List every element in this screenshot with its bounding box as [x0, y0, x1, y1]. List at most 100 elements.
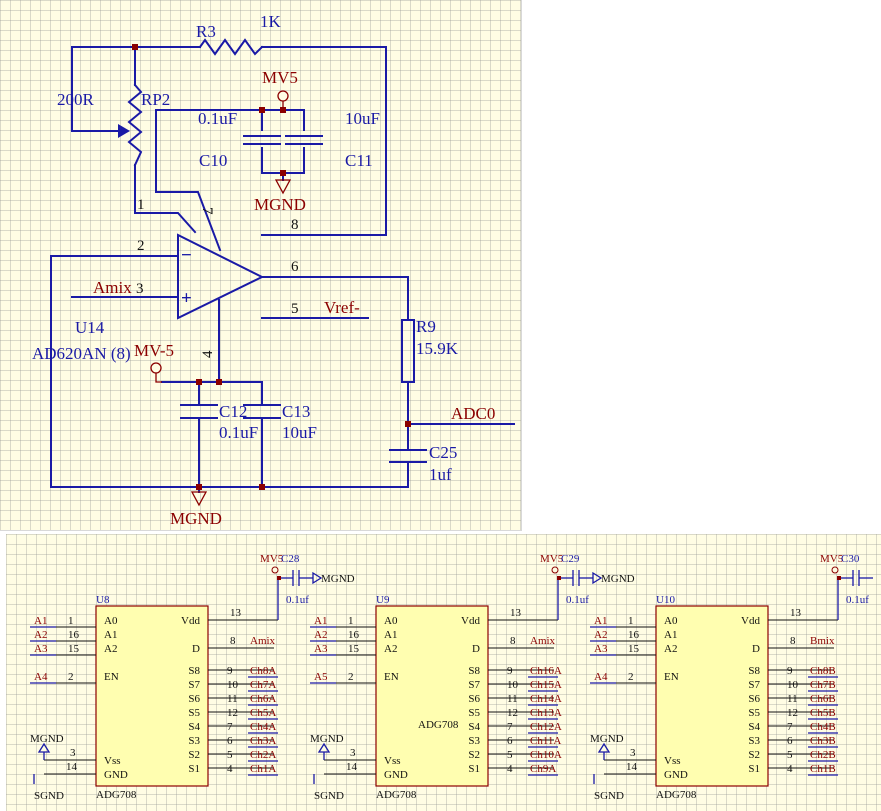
wire [50, 255, 409, 488]
c13-value-label: 10uF [282, 423, 317, 442]
pin-name-label: S6 [748, 693, 760, 705]
pin-number-label: 14 [346, 761, 358, 773]
pin-name-label: S4 [468, 721, 480, 733]
channel-net-label: Ch5B [810, 707, 836, 719]
c11-ref-label: C11 [345, 151, 373, 170]
junction-dot [277, 576, 281, 580]
pin-name-label: Vss [664, 755, 681, 767]
pin-number-label: 10 [227, 679, 239, 691]
pin-name-label: S7 [468, 679, 480, 691]
pin-name-label: S5 [468, 707, 480, 719]
pin-number-label: 8 [230, 635, 236, 647]
supply-net-label: MV5 [540, 553, 564, 565]
pin-name-label: GND [384, 769, 408, 781]
u14-ref-label: U14 [75, 318, 105, 337]
pin-number-label: 3 [630, 747, 636, 759]
pin-number-label: 11 [507, 693, 518, 705]
ground-icon [274, 179, 292, 195]
pin-name-label: D [752, 643, 760, 655]
channel-net-label: Ch11A [530, 735, 561, 747]
pin-name-label: S1 [748, 763, 760, 775]
junction-dot [557, 576, 561, 580]
cap-value-label: 0.1uf [566, 594, 589, 606]
pin-3-label: 3 [136, 281, 144, 297]
rp2-value-label: 200R [57, 90, 95, 109]
pin-number-label: 12 [787, 707, 798, 719]
gnd-net-label: MGND [601, 573, 635, 585]
pin-name-label: A0 [384, 615, 398, 627]
pin-name-label: S7 [748, 679, 760, 691]
pin-number-label: 11 [227, 693, 238, 705]
pin-name-label: EN [384, 671, 399, 683]
pin-number-label: 4 [227, 763, 233, 775]
pin-number-label: 15 [68, 643, 80, 655]
rp2-ref-label: RP2 [141, 90, 170, 109]
pin-number-label: 8 [790, 635, 796, 647]
pin-number-label: 6 [787, 735, 793, 747]
mv-neg5-net-label: MV-5 [134, 341, 174, 360]
pin-name-label: Vdd [461, 615, 480, 627]
sgnd-net-label: SGND [594, 790, 624, 802]
chip-part-label: ADG708 [96, 789, 137, 801]
channel-net-label: Ch8B [810, 665, 836, 677]
c12-value-label: 0.1uF [219, 423, 258, 442]
pin-number-label: 10 [787, 679, 799, 691]
channel-net-label: Ch3B [810, 735, 836, 747]
pin-number-label: 14 [66, 761, 78, 773]
channel-net-label: Ch15A [530, 679, 562, 691]
pin-name-label: A0 [664, 615, 678, 627]
c25-value-label: 1uf [429, 465, 452, 484]
pin-number-label: 15 [628, 643, 640, 655]
chip-part-label: ADG708 [376, 789, 417, 801]
channel-net-label: Ch2A [250, 749, 276, 761]
pin-name-label: S6 [188, 693, 200, 705]
mgnd-net-label: MGND [590, 733, 624, 745]
wire [155, 109, 222, 252]
pin-number-label: 4 [507, 763, 513, 775]
pin-name-label: Vss [104, 755, 121, 767]
channel-net-label: Ch1A [250, 763, 276, 775]
chip-ref-label: U9 [376, 594, 390, 606]
address-net-label: A2 [314, 629, 327, 641]
pin-number-label: 4 [787, 763, 793, 775]
channel-net-label: Ch7A [250, 679, 276, 691]
pin-name-label: S1 [188, 763, 200, 775]
capacitor-c11 [285, 135, 323, 145]
cap-value-label: 0.1uf [286, 594, 309, 606]
power-port-icon [271, 566, 279, 574]
pin-number-label: 16 [68, 629, 80, 641]
sgnd-net-label: SGND [34, 790, 64, 802]
channel-net-label: Ch16A [530, 665, 562, 677]
pin-number-label: 11 [787, 693, 798, 705]
address-net-label: A4 [594, 671, 608, 683]
ground-icon [597, 742, 611, 753]
pin-4-label: 4 [200, 350, 216, 358]
chip-part-label: ADG708 [656, 789, 697, 801]
wiper-arrow-icon [118, 124, 130, 138]
channel-net-label: Ch9A [530, 763, 556, 775]
c25-ref-label: C25 [429, 443, 457, 462]
pin-name-label: S2 [468, 749, 480, 761]
pin-5-label: 5 [291, 301, 299, 317]
pin-name-label: S6 [468, 693, 480, 705]
pin-name-label: GND [664, 769, 688, 781]
pin-name-label: EN [104, 671, 119, 683]
chip-body [95, 605, 209, 787]
mix-net-label: Amix [530, 635, 556, 647]
wire [261, 276, 409, 321]
pin-number-label: 6 [507, 735, 513, 747]
cap-ref-label: C29 [561, 553, 580, 565]
channel-net-label: Ch5A [250, 707, 276, 719]
c10-ref-label: C10 [199, 151, 227, 170]
r9-ref-label: R9 [416, 317, 436, 336]
r9-value-label: 15.9K [416, 339, 459, 358]
address-net-label: A5 [314, 671, 328, 683]
pin-number-label: 9 [227, 665, 233, 677]
vref-net-label: Vref- [324, 298, 360, 317]
cap-value-label: 0.1uf [846, 594, 869, 606]
pin-number-label: 13 [510, 607, 522, 619]
schematic-sheet-top [0, 0, 522, 531]
pin-number-label: 7 [787, 721, 793, 733]
